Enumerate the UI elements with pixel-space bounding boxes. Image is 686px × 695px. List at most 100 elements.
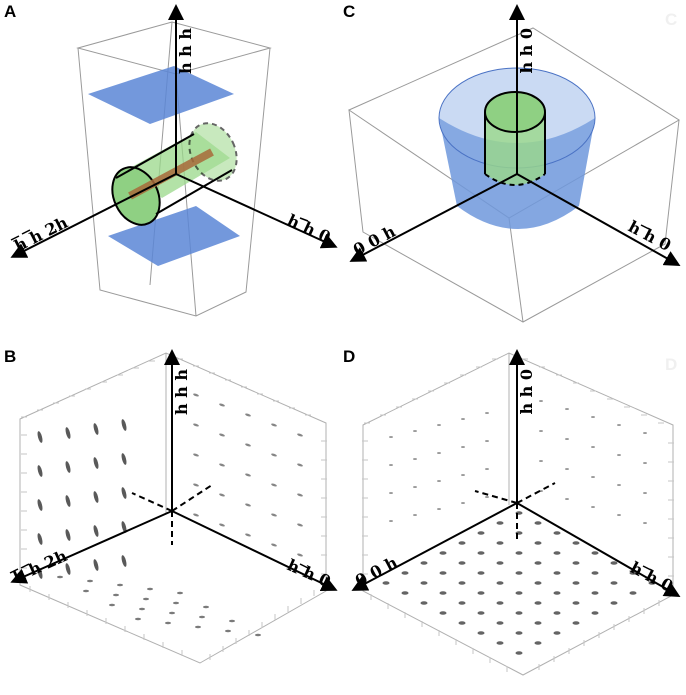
diffraction-spot: [610, 581, 618, 585]
diffraction-spot: [496, 601, 504, 605]
diffraction-spot: [439, 571, 447, 575]
vertical-axis-label: h h 0: [517, 28, 536, 74]
diffraction-spot: [169, 611, 175, 615]
diffraction-spot: [572, 541, 580, 545]
diffraction-spot: [271, 423, 277, 427]
axes: [10, 4, 338, 258]
diffraction-spot: [245, 443, 251, 447]
diffraction-spot: [57, 575, 63, 579]
diffraction-spot: [591, 416, 595, 418]
diffraction-spot: [439, 611, 447, 615]
diffraction-spot: [271, 513, 277, 517]
diffraction-spot: [219, 523, 225, 527]
diffraction-spot: [496, 541, 504, 545]
diffraction-spot: [496, 521, 504, 525]
diffraction-spot: [219, 493, 225, 497]
diffraction-spot: [572, 581, 580, 585]
diffraction-spot: [496, 581, 504, 585]
diffraction-spot: [461, 446, 465, 448]
diffraction-spot: [591, 571, 599, 575]
diffraction-spot: [617, 454, 621, 456]
diffraction-spot: [565, 408, 569, 410]
diffraction-spots: [37, 393, 303, 637]
diffraction-spot: [389, 492, 393, 494]
diffraction-spot: [420, 561, 428, 565]
diffraction-spot: [245, 473, 251, 477]
diffraction-spot: [65, 563, 71, 575]
diffraction-spot: [437, 424, 441, 426]
panel-b-letter: B: [4, 347, 17, 366]
diffraction-spot: [591, 446, 595, 448]
diffraction-spot: [245, 413, 251, 417]
diffraction-spot: [496, 641, 504, 645]
diffraction-spot: [93, 457, 99, 469]
diffraction-spot: [485, 496, 489, 498]
diffraction-spot: [591, 591, 599, 595]
diffraction-spot: [225, 629, 231, 633]
diffraction-spot: [245, 533, 251, 537]
diffraction-spot: [165, 621, 171, 625]
axes: [349, 4, 681, 266]
diffraction-spot: [147, 587, 153, 591]
left-axis-label: 0 0 h: [352, 552, 401, 590]
diffraction-spot: [143, 597, 149, 601]
diffraction-spot: [439, 591, 447, 595]
panel-d-ghost-letter: D: [665, 355, 678, 374]
overbars: [640, 224, 650, 230]
diffraction-spot: [401, 571, 409, 575]
diffraction-spot: [193, 393, 199, 397]
overbars: [9, 563, 309, 574]
diffraction-spot: [389, 464, 393, 466]
diffraction-spot: [553, 631, 561, 635]
diffraction-spot: [591, 611, 599, 615]
panel-b: B h h h h h 2h h h 0: [0, 345, 343, 690]
diffraction-spot: [297, 553, 303, 557]
diffraction-spot: [93, 423, 99, 435]
diffraction-spot: [135, 617, 141, 621]
tick-marks: [21, 358, 327, 660]
diffraction-spot: [420, 581, 428, 585]
diffraction-spot: [643, 492, 647, 494]
panel-b-diagram: h h h h h 2h h h 0: [9, 349, 338, 664]
diffraction-spot: [534, 541, 542, 545]
diffraction-spot: [113, 593, 119, 597]
diffraction-spot: [539, 430, 543, 432]
vertical-axis-label: h h h: [176, 28, 195, 74]
diffraction-spot: [610, 561, 618, 565]
diffraction-spot: [458, 581, 466, 585]
diffraction-spot: [420, 601, 428, 605]
diffraction-spot: [193, 483, 199, 487]
diffraction-spot: [401, 591, 409, 595]
overbars: [642, 565, 652, 571]
tick-marks: [362, 358, 674, 672]
diffraction-spot: [297, 523, 303, 527]
diffraction-spot: [539, 460, 543, 462]
diffraction-spot: [617, 484, 621, 486]
diffraction-spot: [439, 551, 447, 555]
diffraction-spot: [389, 436, 393, 438]
diffraction-spot: [458, 541, 466, 545]
diffraction-spot: [271, 453, 277, 457]
diffraction-spot: [219, 403, 225, 407]
diffraction-spot: [458, 601, 466, 605]
vertical-axis-label: h h 0: [517, 369, 536, 415]
diffraction-spot: [199, 615, 205, 619]
diffraction-spot: [389, 520, 393, 522]
diffraction-spot: [37, 499, 43, 511]
vertical-axis-label: h h h: [172, 369, 191, 415]
panel-c-diagram: h h 0 0 0 h h h 0: [347, 4, 681, 323]
diffraction-spot: [87, 579, 93, 583]
diffraction-spot: [515, 651, 523, 655]
diffraction-spot: [534, 521, 542, 525]
diffraction-spot: [539, 400, 543, 402]
diffraction-spot: [37, 431, 43, 443]
diffraction-spot: [65, 427, 71, 439]
diffraction-spot: [477, 551, 485, 555]
diffraction-spot: [534, 601, 542, 605]
diffraction-spot: [610, 601, 618, 605]
diffraction-spot: [139, 607, 145, 611]
diffraction-spot: [93, 559, 99, 571]
diffraction-spot: [534, 621, 542, 625]
diffraction-spot: [477, 531, 485, 535]
diffraction-spot: [629, 571, 637, 575]
